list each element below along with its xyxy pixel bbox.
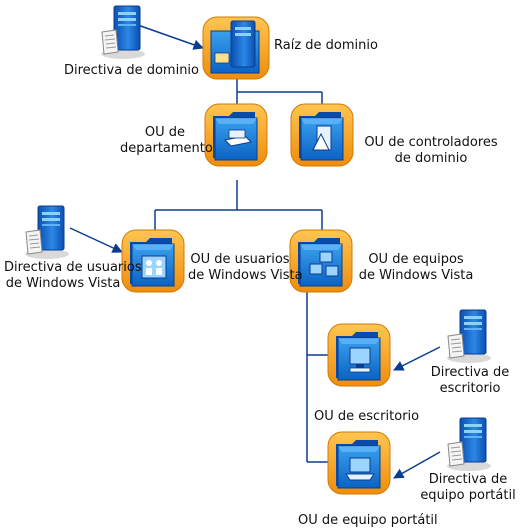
desktop-policy-label: Directiva de escritorio xyxy=(424,365,516,397)
vista-users-ou-label: OU de usuarios de Windows Vista xyxy=(188,252,303,284)
laptop-policy-label: Directiva de equipo portátil xyxy=(418,472,518,504)
vista-computers-ou-label-line2: de Windows Vista xyxy=(358,268,474,283)
domain-policy-label: Directiva de dominio xyxy=(64,63,199,78)
desktop-policy-label-line1: Directiva de xyxy=(430,365,510,380)
folder-dc-icon xyxy=(290,103,354,167)
department-ou-label: OU de departamento xyxy=(120,125,213,157)
vista-users-policy-label: Directiva de usuarios de Windows Vista xyxy=(4,260,142,292)
laptop-policy-label-line2: equipo portátil xyxy=(420,488,516,503)
domain-root-label: Raíz de dominio xyxy=(274,38,378,53)
server-in-folder-icon xyxy=(202,16,270,80)
dc-ou-label: OU de controladores de dominio xyxy=(356,135,506,167)
folder-printer-icon xyxy=(204,103,268,167)
vista-users-ou-label-line2: de Windows Vista xyxy=(188,268,303,283)
desktop-policy-label-line2: escritorio xyxy=(439,381,501,396)
connector-lines xyxy=(154,78,328,463)
vista-users-policy-label-line1: Directiva de usuarios xyxy=(4,260,142,275)
department-ou-label-line2: departamento xyxy=(120,141,213,156)
folder-users-icon xyxy=(121,229,185,293)
vista-users-policy-label-line2: de Windows Vista xyxy=(5,276,121,291)
vista-computers-ou-label: OU de equipos de Windows Vista xyxy=(356,252,476,284)
policy-link-arrows xyxy=(69,23,441,479)
laptop-policy-label-line1: Directiva de xyxy=(428,472,508,487)
vista-users-policy-server-icon xyxy=(24,205,70,260)
department-ou-label-line1: OU de xyxy=(144,125,186,140)
folder-computers-icon xyxy=(289,229,353,293)
folder-desktop-icon xyxy=(327,323,391,387)
folder-laptop-icon xyxy=(327,431,391,495)
laptop-ou-label: OU de equipo portátil xyxy=(298,513,438,528)
laptop-policy-server-icon xyxy=(446,417,492,472)
dc-ou-label-line1: OU de controladores xyxy=(364,135,498,150)
domain-policy-server-icon xyxy=(100,5,146,60)
vista-users-ou-label-line1: OU de usuarios xyxy=(190,252,290,267)
vista-computers-ou-label-line1: OU de equipos xyxy=(368,252,464,267)
desktop-policy-server-icon xyxy=(446,309,492,364)
desktop-ou-label: OU de escritorio xyxy=(314,409,420,424)
dc-ou-label-line2: de dominio xyxy=(394,151,468,166)
